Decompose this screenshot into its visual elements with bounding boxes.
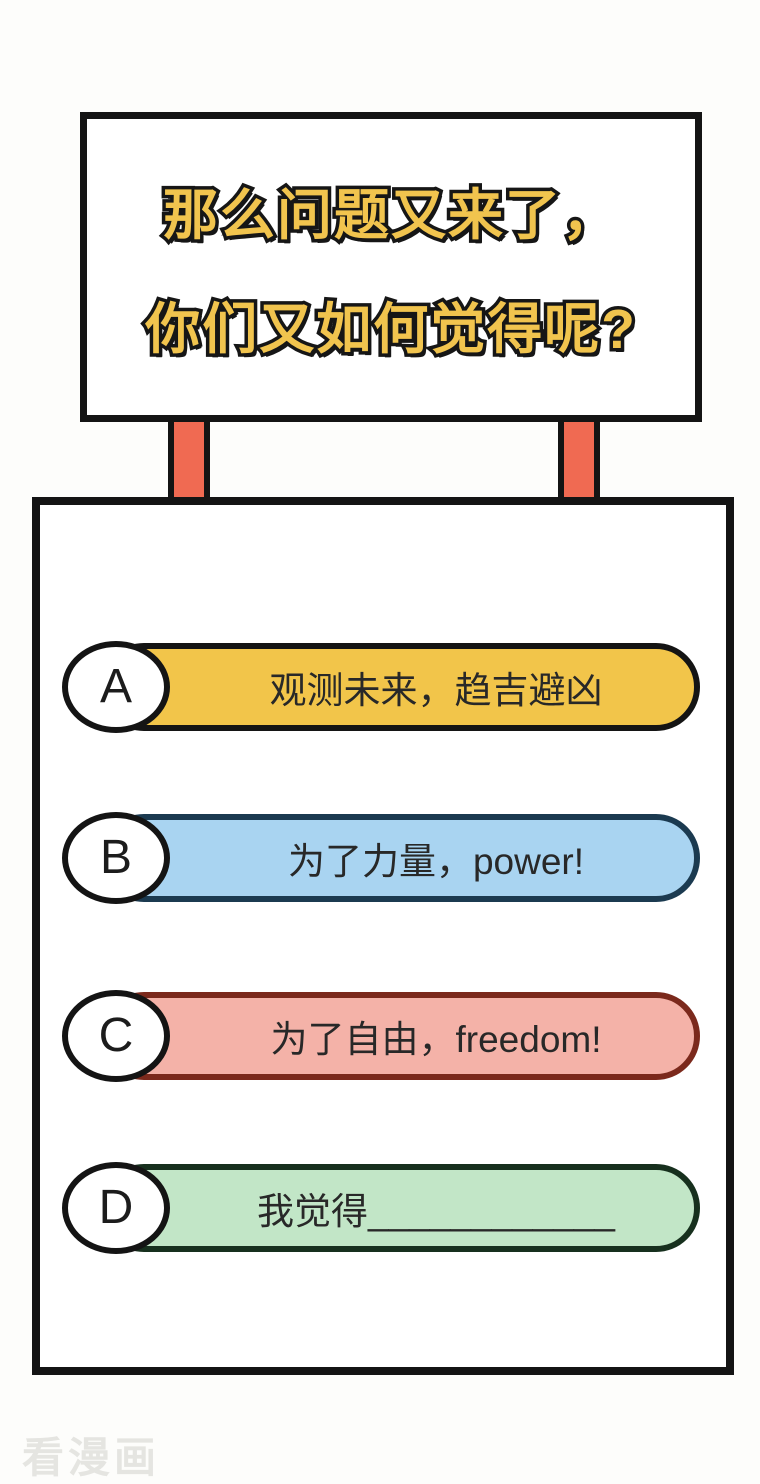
option-a-letter: A: [99, 660, 132, 713]
option-d-label: 我觉得____________: [257, 1191, 615, 1232]
option-c-label: 为了自由，freedom!: [270, 1019, 602, 1060]
option-d-pill[interactable]: [100, 1164, 700, 1252]
question-sign-board: 那么问题又来了， 你们又如何觉得呢?: [80, 112, 702, 422]
option-c-letter-circle[interactable]: C: [62, 990, 170, 1082]
question-line-1: 那么问题又来了，: [159, 181, 620, 250]
option-a-letter-circle[interactable]: A: [62, 641, 170, 733]
option-c-letter: C: [98, 1009, 134, 1062]
option-b-letter: B: [99, 831, 132, 884]
watermark: 看漫画: [22, 1434, 161, 1481]
sign-post-right: [558, 416, 600, 504]
option-b-label: 为了力量，power!: [287, 841, 585, 882]
option-d-letter: D: [98, 1181, 134, 1234]
question-line-2: 你们又如何觉得呢?: [142, 295, 639, 364]
option-d-letter-circle[interactable]: D: [62, 1162, 170, 1254]
option-a-pill[interactable]: [100, 643, 700, 731]
option-a-label: 观测未来，趋吉避凶: [269, 670, 603, 711]
option-b-pill[interactable]: [100, 814, 700, 902]
option-b-letter-circle[interactable]: B: [62, 812, 170, 904]
sign-post-left: [168, 416, 210, 504]
